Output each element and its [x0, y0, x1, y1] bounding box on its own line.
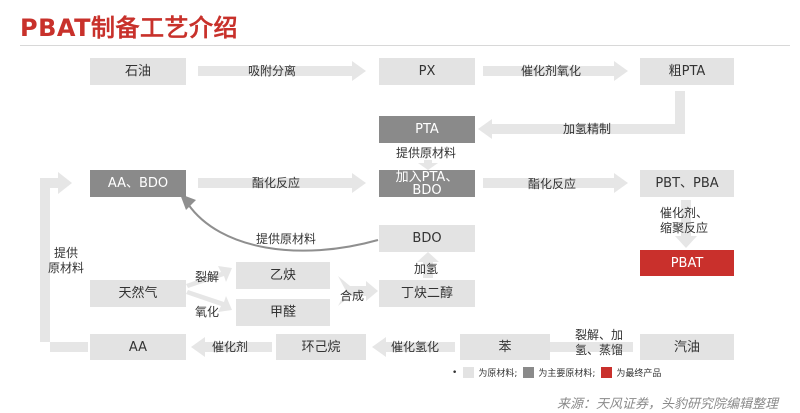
legend: • 为原材料; 为主要原材料; 为最终产品	[452, 366, 661, 379]
legend-label-main: 为主要原材料;	[538, 369, 596, 379]
label-hydro-refining: 加氢精制	[563, 122, 612, 136]
node-benzene: 苯	[460, 334, 550, 360]
node-gasoline: 汽油	[640, 334, 734, 360]
arrow-cyclohexane-to-aa	[191, 337, 272, 357]
arrow-to-butynediol	[338, 276, 378, 306]
legend-swatch-final	[601, 367, 613, 378]
label-cracking: 裂解	[195, 270, 220, 284]
node-pbat: PBAT	[640, 250, 734, 276]
title-divider	[20, 45, 790, 46]
label-catalyst-polycondensation: 催化剂、 缩聚反应	[660, 206, 709, 235]
label-catalytic-hydrogenation: 催化氢化	[391, 340, 440, 354]
node-bdo: BDO	[379, 225, 475, 252]
label-hydrogenation: 加氢	[414, 262, 439, 276]
node-aa: AA	[90, 334, 186, 360]
legend-swatch-raw	[463, 367, 475, 378]
page-title: PBAT制备工艺介绍	[20, 14, 238, 42]
arrow-gas-to-formaldehyde	[186, 290, 232, 312]
node-cyclohexane: 环己烷	[276, 334, 366, 360]
label-catalyst: 催化剂	[212, 340, 249, 354]
label-catalytic-oxidation: 催化剂氧化	[521, 64, 582, 78]
arrow-butynediol-to-bdo	[417, 252, 439, 278]
arrow-pbt-to-pbat	[675, 200, 697, 248]
node-px: PX	[379, 58, 475, 85]
label-crack-hydro-distill: 裂解、加 氢、蒸馏	[575, 328, 624, 357]
arrow-bdo-curve-head	[180, 194, 196, 210]
arrow-px-to-crude-pta	[483, 61, 628, 81]
node-formaldehyde: 甲醛	[236, 299, 330, 326]
label-esterification-2: 酯化反应	[528, 177, 577, 191]
node-acetylene: 乙炔	[236, 262, 330, 289]
arrow-add-to-pbt	[483, 173, 628, 193]
node-add-pta-bdo: 加入PTA、 BDO	[379, 170, 475, 197]
node-crude-oil: 石油	[90, 58, 186, 85]
arrow-gas-to-acetylene	[186, 266, 232, 288]
node-pbt-pba: PBT、PBA	[640, 170, 734, 197]
label-provide-material-side: 提供 原材料	[48, 246, 85, 275]
arrow-crude-pta-to-pta	[478, 91, 685, 139]
arrow-gasoline-to-benzene	[530, 337, 633, 357]
label-esterification-1: 酯化反应	[252, 176, 301, 190]
node-crude-pta: 粗PTA	[640, 58, 734, 85]
label-synthesis: 合成	[340, 289, 365, 303]
node-butynediol: 丁炔二醇	[379, 280, 475, 307]
label-oxidation: 氧化	[195, 305, 220, 319]
label-provide-material-1: 提供原材料	[396, 146, 457, 160]
arrow-aabdo-to-add	[198, 173, 366, 193]
arrow-aa-loop	[40, 172, 88, 352]
node-pta: PTA	[379, 116, 475, 143]
node-aa-bdo: AA、BDO	[90, 170, 186, 197]
legend-swatch-main	[523, 367, 535, 378]
label-adsorption: 吸附分离	[248, 64, 297, 78]
legend-label-raw: 为原材料;	[478, 369, 518, 379]
arrow-pta-to-add	[418, 160, 438, 170]
source-note: 来源：天风证券，头豹研究院编辑整理	[556, 397, 778, 412]
node-natural-gas: 天然气	[90, 280, 186, 307]
legend-label-final: 为最终产品	[616, 369, 662, 379]
arrow-benzene-to-cyclohexane	[372, 337, 455, 357]
label-provide-material-2: 提供原材料	[256, 232, 317, 246]
legend-bullet: •	[452, 367, 458, 378]
arrow-oil-to-px	[198, 61, 366, 81]
arrow-bdo-curve	[187, 203, 379, 252]
